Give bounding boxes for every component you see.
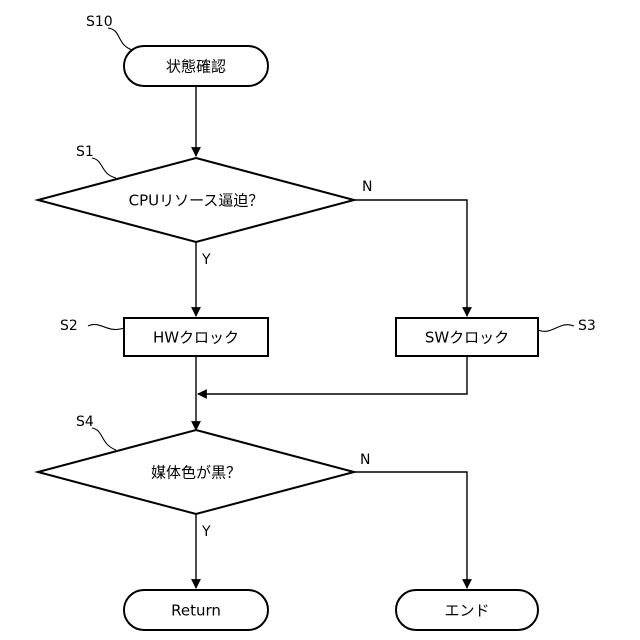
node-end: エンド [396,590,538,630]
node-label: エンド [444,602,489,620]
ref-leader [108,28,132,50]
ref-label: S1 [76,144,94,160]
ref-label: S4 [76,414,94,430]
node-s2: HWクロック S2 [60,318,268,356]
edge-s3-to-merge [198,356,467,394]
node-label: HWクロック [153,329,239,347]
node-s1: CPUリソース逼迫？ S1 N Y [38,144,372,268]
node-return: Return [124,590,268,630]
branch-no-label: N [362,179,372,195]
branch-yes-label: Y [201,524,211,540]
node-s4: 媒体色が黒？ S4 N Y [38,414,370,540]
node-label: 状態確認 [166,58,226,76]
node-label: Return [171,602,221,620]
node-s10: 状態確認 S10 [86,14,268,86]
ref-leader [88,324,124,329]
edge-s4-no-to-end [354,472,467,588]
ref-leader [92,428,116,450]
node-label: SWクロック [425,329,509,347]
ref-label: S3 [578,318,596,334]
node-s3: SWクロック S3 [396,318,596,356]
ref-leader [92,158,116,178]
node-label: CPUリソース逼迫？ [129,192,264,210]
ref-label: S10 [86,14,113,30]
branch-no-label: N [360,452,370,468]
branch-yes-label: Y [201,252,211,268]
ref-label: S2 [60,318,78,334]
ref-leader [538,325,574,332]
edge-s1-no-to-s3 [354,200,467,316]
node-label: 媒体色が黒？ [151,464,241,482]
